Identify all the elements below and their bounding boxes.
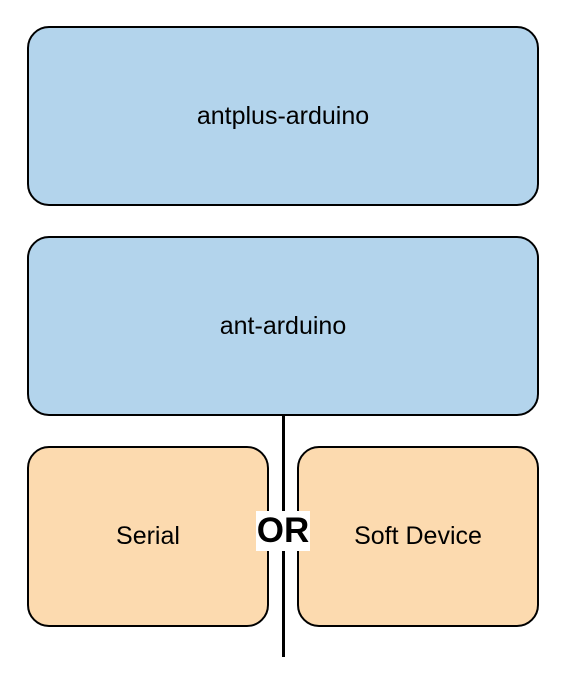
or-separator: OR: [243, 508, 323, 554]
soft-device-label: Soft Device: [354, 522, 482, 550]
ant-arduino-box: ant-arduino: [27, 236, 539, 416]
antplus-arduino-label: antplus-arduino: [196, 101, 370, 130]
soft-device-box: Soft Device: [297, 446, 539, 627]
antplus-arduino-box: antplus-arduino: [27, 26, 539, 206]
or-label: OR: [255, 511, 311, 551]
ant-arduino-label: ant-arduino: [219, 311, 347, 340]
serial-label: Serial: [116, 522, 180, 550]
serial-box: Serial: [27, 446, 269, 627]
